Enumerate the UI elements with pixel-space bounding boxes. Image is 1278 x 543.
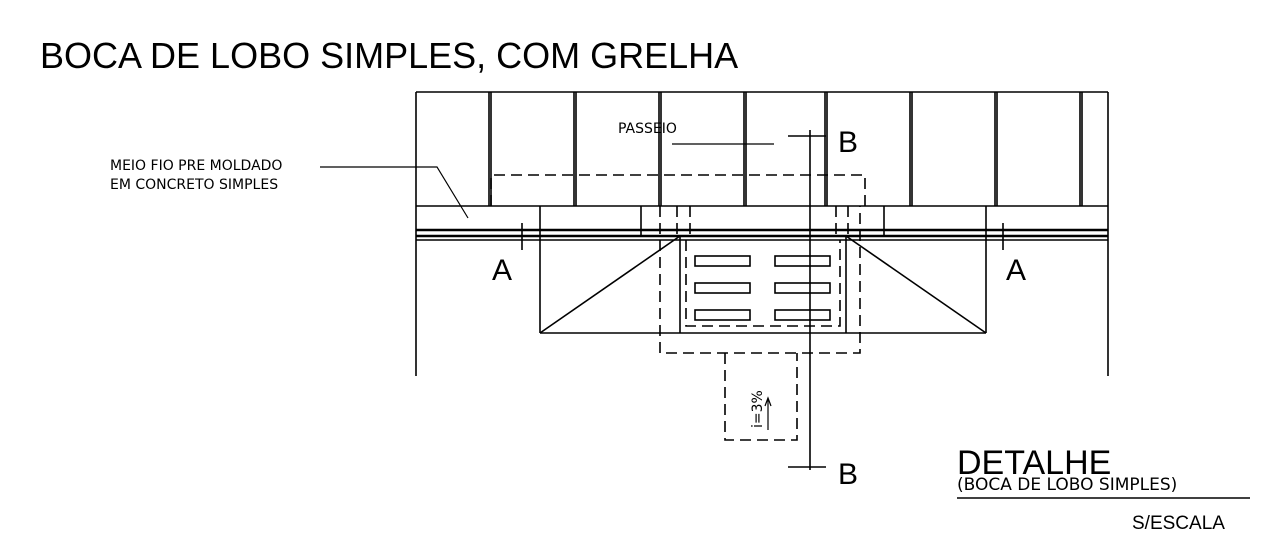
meio-fio-label-line2: EM CONCRETO SIMPLES [110, 177, 278, 193]
curb-band [416, 205, 1108, 241]
section-a-label-left: A [492, 254, 512, 287]
scale-note: S/ESCALA [1132, 513, 1225, 534]
hidden-box-top [490, 174, 866, 206]
meio-fio-leader [320, 166, 469, 219]
section-b-label-top: B [838, 126, 858, 159]
slope-annotation: i=3% [750, 390, 772, 430]
section-b-line [788, 130, 826, 470]
detail-subtitle: (BOCA DE LOBO SIMPLES) [957, 475, 1177, 495]
grate [694, 255, 831, 321]
sidewalk-pavers [415, 91, 1109, 376]
inlet-chamber [539, 206, 987, 334]
section-a-markers [416, 223, 1108, 250]
section-b-label-bottom: B [838, 458, 858, 491]
drawing-title: BOCA DE LOBO SIMPLES, COM GRELHA [40, 35, 738, 76]
detail-title: DETALHE [957, 444, 1111, 482]
section-a-label-right: A [1006, 254, 1026, 287]
meio-fio-label-line1: MEIO FIO PRE MOLDADO [110, 158, 282, 174]
hidden-inlet-outlines [659, 206, 861, 441]
passeio-label: PASSEIO [618, 121, 677, 137]
svg-text:i=3%: i=3% [750, 390, 766, 428]
